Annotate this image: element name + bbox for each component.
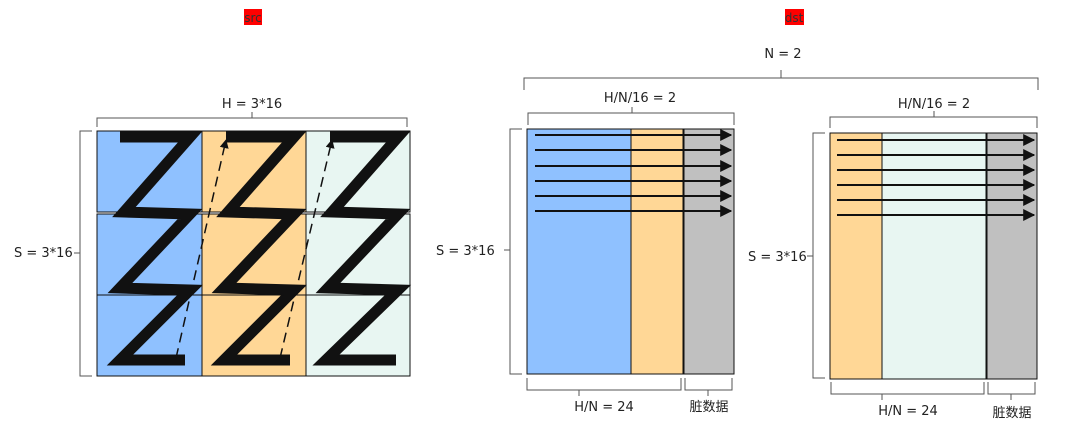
block1-bottom-label: H/N = 24: [574, 400, 634, 415]
dst-section: dst N = 2 H/N/16 = 2 S = 3*16 H/N = 24 脏…: [436, 9, 1039, 421]
z-order-path-col1: [106, 131, 203, 366]
block2-dirty-brace: [987, 382, 1036, 400]
dst-block-2: H/N/16 = 2 S = 3*16 H/N = 24 脏数据: [748, 97, 1038, 421]
block1-col-orange: [630, 128, 684, 375]
src-height-label: S = 3*16: [14, 246, 73, 261]
block1-bottom-brace: [526, 378, 682, 396]
block2-top-label: H/N/16 = 2: [898, 97, 970, 112]
z-order-path-col2: [210, 131, 307, 366]
block1-side-label: S = 3*16: [436, 244, 495, 259]
block1-dirty-label: 脏数据: [689, 400, 728, 415]
block2-dirty-label: 脏数据: [992, 406, 1031, 421]
block1-top-label: H/N/16 = 2: [604, 91, 676, 106]
dst-n-label: N = 2: [764, 47, 801, 62]
transition-arrow-col1-col2: [175, 139, 229, 359]
block2-top-brace: [829, 111, 1038, 128]
src-section: src H = 3*16 S = 3*16: [14, 9, 412, 377]
block2-col-orange: [829, 132, 883, 380]
dst-tag-bg: [785, 9, 804, 25]
block2-bottom-brace: [830, 382, 985, 400]
src-width-brace: [96, 112, 408, 127]
block1-side-brace: [504, 128, 522, 375]
block2-bottom-label: H/N = 24: [878, 404, 938, 419]
src-height-brace: [74, 130, 92, 377]
block1-top-brace: [527, 107, 735, 125]
dst-n-brace: [523, 70, 1039, 90]
dst-tag: dst: [785, 11, 804, 25]
z-order-path-col3: [312, 131, 412, 366]
block2-col-mint: [881, 132, 987, 380]
src-width-label: H = 3*16: [222, 97, 282, 112]
block1-col-blue: [526, 128, 632, 375]
block2-side-label: S = 3*16: [748, 250, 807, 265]
src-tag: src: [244, 11, 262, 25]
src-tag-bg: [244, 9, 262, 25]
transition-arrow-col2-col3: [279, 139, 335, 359]
block1-dirty-brace: [684, 378, 733, 396]
dst-block-1: H/N/16 = 2 S = 3*16 H/N = 24 脏数据: [436, 91, 735, 415]
block2-side-brace: [807, 132, 825, 379]
